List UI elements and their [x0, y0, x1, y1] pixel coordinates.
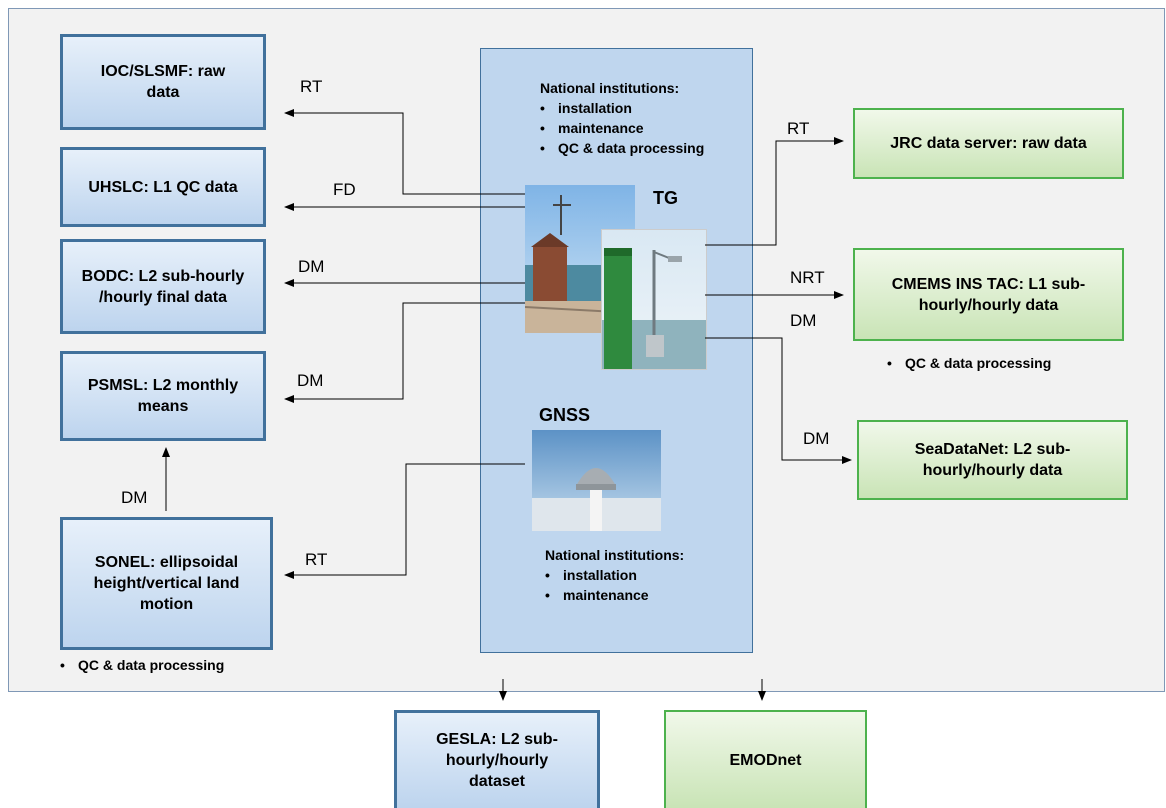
emodnet-box: EMODnet	[664, 710, 867, 808]
uhslc-label: UHSLC: L1 QC data	[88, 178, 238, 196]
sonel-box: SONEL: ellipsoidal height/vertical land …	[60, 517, 273, 650]
label-uhslc-fd: FD	[333, 180, 356, 199]
top-item-installation: installation	[540, 98, 704, 118]
label-psmsl-dm: DM	[297, 371, 324, 390]
sonel-note-item: QC & data processing	[60, 655, 224, 675]
psmsl-box: PSMSL: L2 monthly means	[60, 351, 266, 441]
bottom-item-installation: installation	[545, 565, 684, 585]
bottom-item-maintenance: maintenance	[545, 585, 684, 605]
label-sonel-psmsl-dm: DM	[121, 488, 148, 507]
cmems-box: CMEMS INS TAC: L1 sub-hourly/hourly data	[853, 248, 1124, 341]
top-item-maintenance: maintenance	[540, 118, 704, 138]
tide-gauge-pole-photo	[601, 229, 707, 370]
seadatanet-label: SeaDataNet: L2 sub-hourly/hourly data	[914, 441, 1071, 479]
cmems-label: CMEMS INS TAC: L1 sub-hourly/hourly data	[891, 275, 1086, 314]
bottom-institutions-title: National institutions:	[545, 547, 685, 563]
arrow-to-jrc	[705, 137, 844, 246]
uhslc-box: UHSLC: L1 QC data	[60, 147, 266, 227]
arrow-to-sonel	[284, 463, 525, 579]
gnss-label: GNSS	[539, 405, 591, 425]
bodc-box: BODC: L2 sub-hourly /hourly final data	[60, 239, 266, 334]
arrow-to-seadatanet	[705, 337, 852, 464]
jrc-box: JRC data server: raw data	[853, 108, 1124, 179]
seadatanet-box: SeaDataNet: L2 sub-hourly/hourly data	[857, 420, 1128, 500]
bodc-label: BODC: L2 sub-hourly /hourly final data	[81, 267, 245, 306]
sonel-note: QC & data processing	[60, 655, 224, 675]
label-bodc-dm: DM	[298, 257, 325, 276]
label-cmems-dm: DM	[790, 311, 817, 330]
label-cmems-nrt: NRT	[790, 268, 825, 287]
sonel-label: SONEL: ellipsoidal height/vertical land …	[93, 554, 240, 613]
gesla-label: GESLA: L2 sub-hourly/hourly dataset	[436, 731, 558, 790]
cmems-note-item: QC & data processing	[887, 353, 1051, 373]
label-sonel-rt: RT	[305, 550, 328, 569]
label-seadatanet-dm: DM	[803, 429, 830, 448]
psmsl-label: PSMSL: L2 monthly means	[87, 377, 239, 415]
bottom-institutions-note: National institutions: installation main…	[545, 545, 684, 605]
gnss-antenna-photo	[532, 430, 661, 531]
label-jrc-rt: RT	[787, 119, 810, 138]
arrow-to-ioc	[284, 109, 525, 195]
top-institutions-title: National institutions:	[540, 80, 680, 96]
gesla-box: GESLA: L2 sub-hourly/hourly dataset	[394, 710, 600, 808]
emodnet-label: EMODnet	[729, 751, 802, 769]
jrc-label: JRC data server: raw data	[890, 135, 1087, 152]
tg-label: TG	[653, 188, 678, 208]
label-ioc-rt: RT	[300, 77, 323, 96]
top-item-qc: QC & data processing	[540, 138, 704, 158]
top-institutions-note: National institutions: installation main…	[540, 78, 704, 158]
arrow-to-psmsl	[284, 302, 525, 403]
cmems-note: QC & data processing	[887, 353, 1051, 373]
ioc-slsmf-label: IOC/SLSMF: raw data	[100, 63, 226, 101]
ioc-slsmf-box: IOC/SLSMF: raw data	[60, 34, 266, 130]
